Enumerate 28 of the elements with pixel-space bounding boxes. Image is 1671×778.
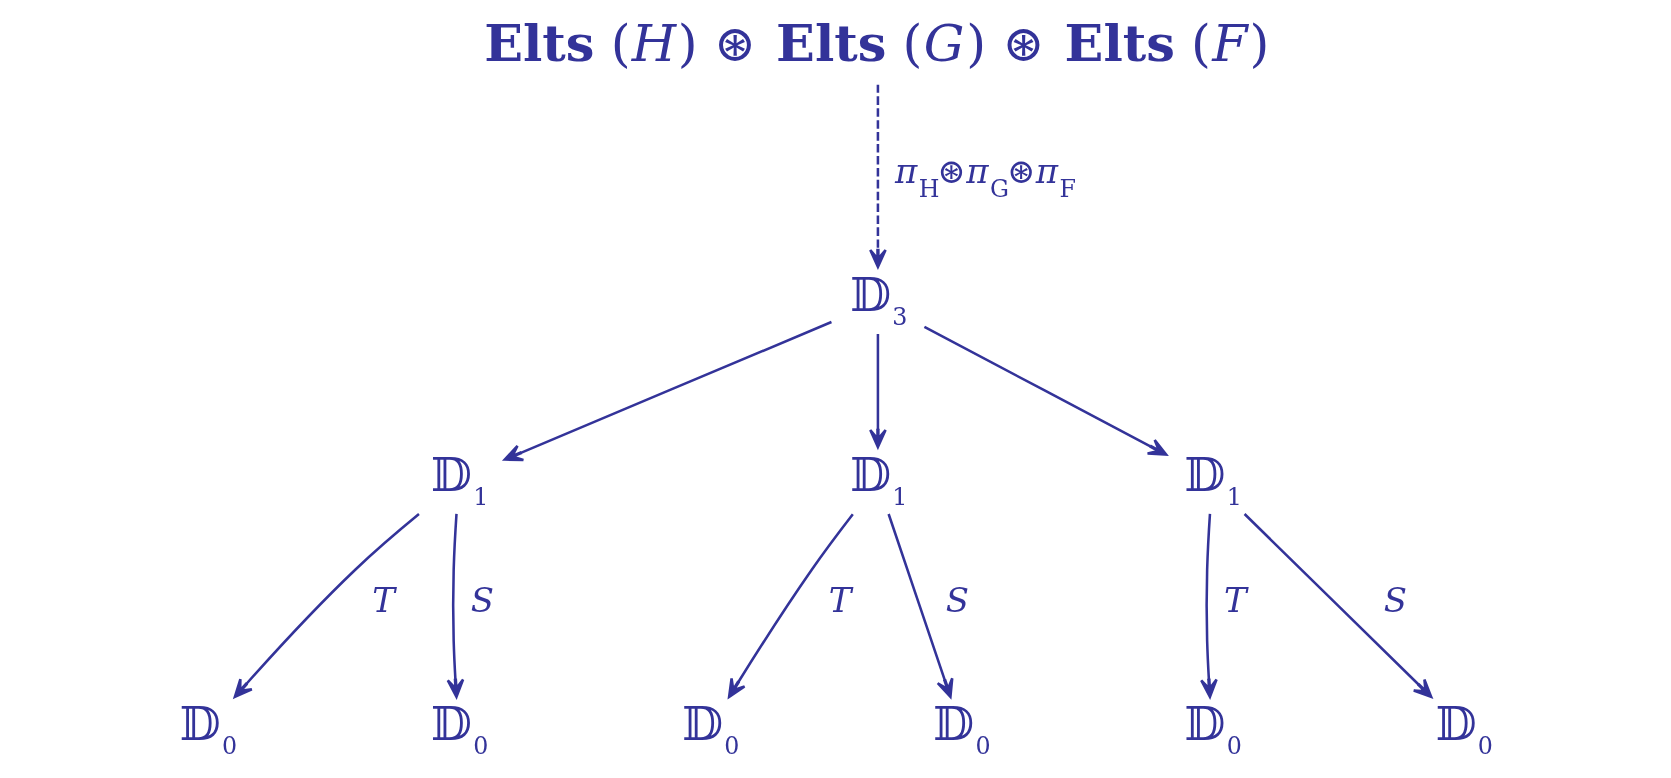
node-text: 𝔻$_{1}$ xyxy=(1184,446,1242,511)
node-text: 𝔻$_{0}$ xyxy=(1184,696,1242,761)
node-text: 𝔻$_{1}$ xyxy=(430,446,489,511)
node-text: 𝔻$_{0}$ xyxy=(681,696,740,761)
edge-label: S xyxy=(1383,580,1407,621)
arrow xyxy=(869,84,887,269)
arrow xyxy=(1243,513,1433,699)
arrow xyxy=(503,320,832,462)
arrow xyxy=(887,513,954,699)
arrow xyxy=(923,325,1168,456)
node-text: 𝔻$_{0}$ xyxy=(933,696,991,761)
arrow xyxy=(1200,513,1218,699)
node-text: 𝔻$_{0}$ xyxy=(430,696,489,761)
node-text: 𝔻$_{0}$ xyxy=(1435,696,1493,761)
edge-label: T xyxy=(828,580,852,621)
arrow xyxy=(446,513,465,699)
node-text: Elts (H) ⊛ Elts (G) ⊛ Elts (F) xyxy=(484,12,1270,73)
edge-label: T xyxy=(1224,580,1247,621)
node-text: 𝔻$_{1}$ xyxy=(849,446,908,511)
arrow xyxy=(233,513,420,699)
edge-label: T xyxy=(372,580,395,621)
node-text: 𝔻$_{0}$ xyxy=(179,696,238,761)
node-text: 𝔻$_{3}$ xyxy=(849,266,908,331)
arrow xyxy=(727,513,854,699)
arrow xyxy=(869,334,887,449)
edge-label: π$_{H}$⊛π$_{G}$⊛π$_{F}$ xyxy=(894,150,1076,203)
edge-label: S xyxy=(945,580,970,621)
edge-label: S xyxy=(470,580,494,621)
